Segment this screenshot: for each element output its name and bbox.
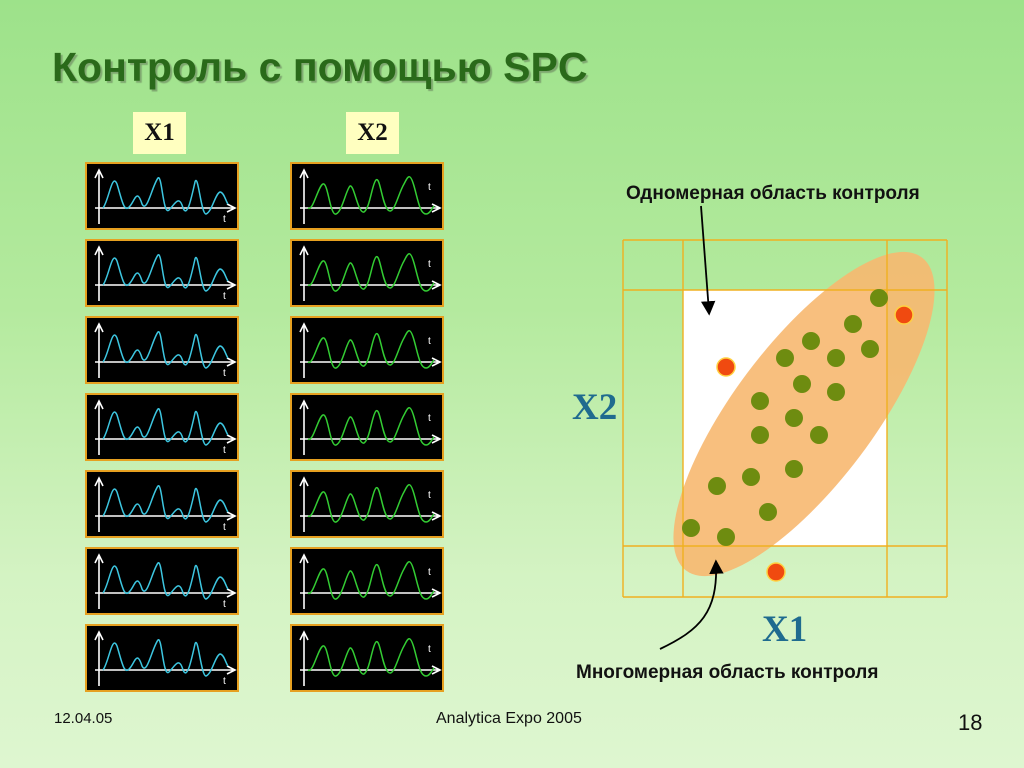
in-control-point <box>776 349 794 367</box>
slide-title: Контроль с помощью SPC <box>52 44 588 90</box>
strip-chart-x2: t <box>290 470 444 538</box>
out-of-control-point <box>766 562 786 582</box>
time-series-line <box>102 177 229 215</box>
time-axis-label: t <box>428 567 431 578</box>
time-axis-label: t <box>428 644 431 655</box>
multivariate-arrow <box>659 559 724 650</box>
in-control-point <box>827 349 845 367</box>
time-axis-label: t <box>428 182 431 193</box>
strip-chart-x1: t <box>85 547 239 615</box>
strip-chart-x2: t <box>290 547 444 615</box>
time-axis-label: t <box>428 259 431 270</box>
time-series-line <box>307 330 435 369</box>
in-control-point <box>802 332 820 350</box>
time-series-line <box>307 561 435 600</box>
time-series-line <box>102 562 229 600</box>
strip-chart-x2: t <box>290 316 444 384</box>
strip-chart-x2: t <box>290 624 444 692</box>
out-of-control-point <box>894 305 914 325</box>
time-series-line <box>307 253 435 292</box>
multivariate-control-ellipse <box>673 251 935 577</box>
in-control-point <box>785 409 803 427</box>
in-control-point <box>708 477 726 495</box>
in-control-point <box>751 392 769 410</box>
strip-chart-x1: t <box>85 393 239 461</box>
strip-chart-x1: t <box>85 624 239 692</box>
footer-event: Analytica Expo 2005 <box>436 710 582 727</box>
time-axis-label: t <box>223 599 226 610</box>
strip-chart-x1: t <box>85 239 239 307</box>
time-axis-label: t <box>223 368 226 379</box>
time-axis-label: t <box>428 336 431 347</box>
in-control-point <box>870 289 888 307</box>
in-control-point <box>751 426 769 444</box>
strip-chart-x2: t <box>290 393 444 461</box>
time-axis-label: t <box>428 490 431 501</box>
in-control-point <box>682 519 700 537</box>
x-axis-label: X1 <box>762 609 808 650</box>
y-axis-label: X2 <box>572 387 618 428</box>
strip-chart-x1: t <box>85 316 239 384</box>
time-series-line <box>307 638 435 677</box>
time-axis-label: t <box>428 413 431 424</box>
in-control-point <box>827 383 845 401</box>
time-series-line <box>307 484 435 523</box>
time-series-line <box>102 254 229 292</box>
page-number: 18 <box>958 710 983 735</box>
in-control-point <box>742 468 760 486</box>
time-series-line <box>102 331 229 369</box>
time-series-line <box>307 176 435 215</box>
time-axis-label: t <box>223 445 226 456</box>
in-control-point <box>844 315 862 333</box>
time-series-line <box>102 485 229 523</box>
strip-chart-x2: t <box>290 239 444 307</box>
time-axis-label: t <box>223 676 226 687</box>
time-axis-label: t <box>223 522 226 533</box>
column-label-x2: X2 <box>346 112 399 154</box>
univariate-region-label: Одномерная область контроля <box>626 183 920 204</box>
time-series-line <box>307 407 435 446</box>
multivariate-region-label: Многомерная область контроля <box>576 662 879 683</box>
in-control-point <box>759 503 777 521</box>
time-axis-label: t <box>223 214 226 225</box>
in-control-point <box>861 340 879 358</box>
in-control-point <box>785 460 803 478</box>
out-of-control-point <box>716 357 736 377</box>
in-control-point <box>810 426 828 444</box>
column-label-x1: X1 <box>133 112 186 154</box>
in-control-point <box>717 528 735 546</box>
strip-chart-x1: t <box>85 470 239 538</box>
time-axis-label: t <box>223 291 226 302</box>
strip-chart-x1: t <box>85 162 239 230</box>
univariate-arrow <box>700 205 716 316</box>
time-series-line <box>102 408 229 446</box>
strip-chart-x2: t <box>290 162 444 230</box>
time-series-line <box>102 639 229 677</box>
footer-date: 12.04.05 <box>54 710 113 727</box>
in-control-point <box>793 375 811 393</box>
